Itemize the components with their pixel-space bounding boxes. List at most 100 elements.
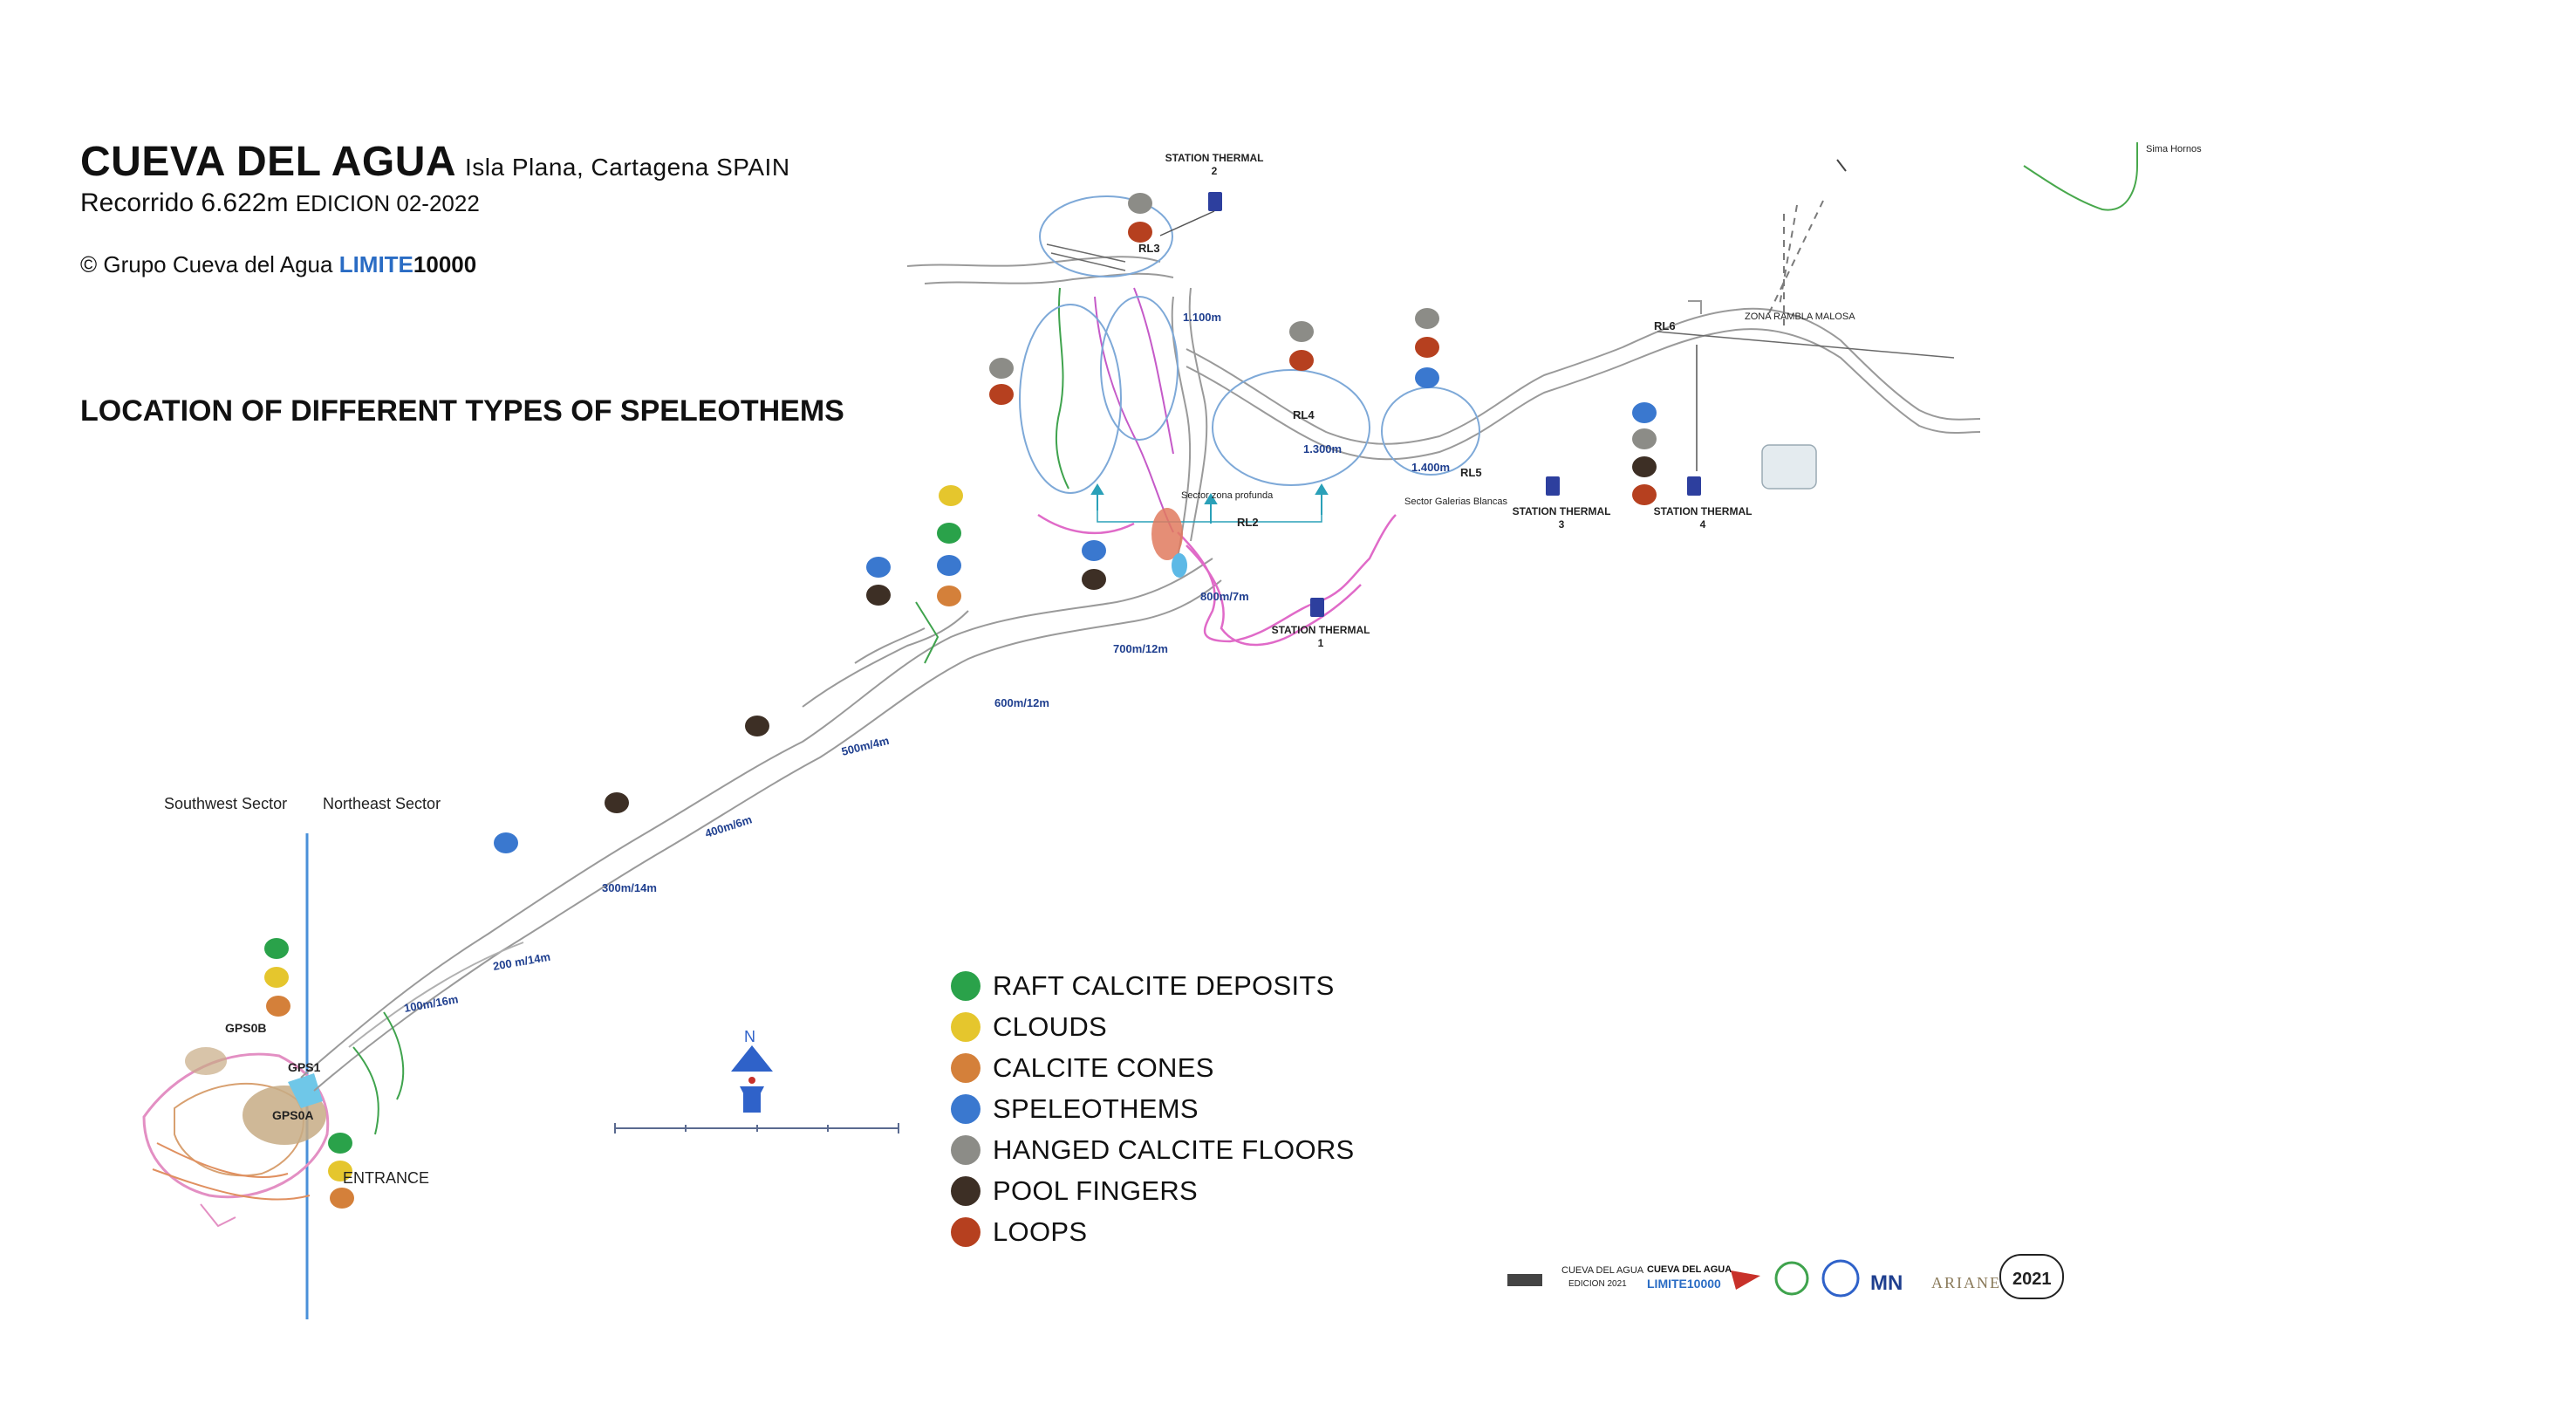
label-north: N [744,1028,755,1045]
label-distance-100: 100m/16m [403,992,460,1015]
speleothem-marker [1632,484,1657,505]
label-station-3-line1: STATION THERMAL [1513,505,1611,517]
label-rl3: RL3 [1138,242,1160,255]
station-thermal-icon-4 [1687,476,1701,496]
speleothem-marker [866,585,891,606]
label-gps0b: GPS0B [225,1021,266,1035]
label-distance-500: 500m/4m [840,734,891,758]
legend-label: CLOUDS [993,1010,1107,1042]
label-distance-1100: 1.100m [1183,311,1221,324]
speleothem-marker [745,716,769,736]
speleothem-marker [1128,193,1152,214]
cave-name: CUEVA DEL AGUA [80,139,457,185]
speleothem-marker [1082,540,1106,561]
label-rl2: RL2 [1237,516,1259,529]
speleothem-marker [937,586,961,606]
label-rl6: RL6 [1654,319,1676,332]
label-distance-200: 200 m/14m [492,950,551,973]
speleothem-marker [264,967,289,988]
label-station-1-line1: STATION THERMAL [1272,624,1370,636]
logo-club [1507,1274,1542,1286]
station-thermal-icon-1 [1310,598,1324,617]
speleothem-marker [266,996,290,1017]
edition: EDICION 02-2022 [295,190,480,216]
legend-item: CLOUDS [951,1006,1355,1047]
sponsor-logos: CUEVA DEL AGUA EDICION 2021 CUEVA DEL AG… [1507,1254,2064,1299]
legend-label: LOOPS [993,1216,1088,1247]
legend-swatch [951,1175,981,1206]
station-thermal-icon-3 [1546,476,1560,496]
rambla-marker [1836,159,1847,172]
station-pointer-lines [1159,210,1698,471]
label-station-4-line1: STATION THERMAL [1654,505,1753,517]
station-thermal-icons [1208,192,1701,617]
label-rl4: RL4 [1293,408,1315,421]
label-sima-hornos: Sima Hornos [2146,144,2202,154]
speleothem-marker [1632,402,1657,423]
legend-swatch [951,1134,981,1165]
logo-2021: 2021 [2012,1270,2052,1289]
survey-info: Recorrido 6.622m EDICION 02-2022 [80,188,480,218]
legend-item: POOL FINGERS [951,1170,1355,1211]
rambla-dashed-lines [1766,200,1824,327]
speleothem-marker [1082,569,1106,590]
speleothem-marker [1128,222,1152,243]
legend-label: HANGED CALCITE FLOORS [993,1133,1355,1165]
speleothem-marker [989,384,1014,405]
speleothem-marker [328,1133,352,1154]
section-heading: LOCATION OF DIFFERENT TYPES OF SPELEOTHE… [80,394,844,428]
label-station-2-line1: STATION THERMAL [1165,152,1264,164]
deep-sector-arrows [1090,483,1329,524]
label-station-4-line2: 4 [1700,518,1706,531]
deep-sector-bracket [1097,510,1322,523]
label-distance-1400: 1.400m [1411,461,1450,474]
passage-detail [1046,243,1955,359]
scale-bar [614,1123,899,1133]
logo-cueva-title: CUEVA DEL AGUA [1561,1265,1644,1276]
label-station-2-line2: 2 [1212,165,1218,177]
legend-label: RAFT CALCITE DEPOSITS [993,969,1335,1001]
logo-cueva-edition: EDICION 2021 [1568,1279,1627,1289]
logo-flag [1731,1270,1760,1290]
speleothem-marker [494,832,518,853]
legend-item: CALCITE CONES [951,1047,1355,1088]
label-gps1: GPS1 [288,1060,321,1074]
label-distance-1300: 1.300m [1303,442,1342,455]
legend-swatch [951,1011,981,1042]
brand-limite-number: 10000 [413,251,477,277]
speleothem-marker [1415,337,1439,358]
side-passages [352,141,2138,1135]
speleothem-marker [605,792,629,813]
label-distance-300: 300m/14m [602,881,657,894]
brand-limite: LIMITE10000 [339,251,477,277]
label-entrance: ENTRANCE [343,1169,429,1187]
deep-zone-water [1172,553,1187,578]
speleothem-marker [1415,367,1439,388]
speleothem-marker [330,1188,354,1209]
legend-item: RAFT CALCITE DEPOSITS [951,965,1355,1006]
legend-swatch [951,1093,981,1124]
logo-circle-blue [1821,1259,1860,1298]
survey-length: Recorrido 6.622m [80,188,289,217]
label-southwest-sector: Southwest Sector [164,795,287,812]
station-thermal-icon-2 [1208,192,1222,211]
speleothem-marker [1632,428,1657,449]
speleothem-marker [1289,350,1314,371]
speleothem-markers [264,193,1657,1209]
speleothem-marker [989,358,1014,379]
label-gps0a: GPS0A [272,1108,313,1122]
legend-swatch [951,1052,981,1083]
label-sector-galerias-blancas: Sector Galerias Blancas [1404,497,1507,507]
entrance-area [142,1047,330,1228]
deep-zone-passages [1037,513,1397,647]
legend-label: CALCITE CONES [993,1051,1214,1083]
logo-limite-line1: CUEVA DEL AGUA [1647,1264,1732,1275]
label-sector-zona-profunda: Sector zona profunda [1181,490,1274,501]
logo-circle-green [1774,1261,1809,1296]
label-distance-800: 800m/7m [1200,590,1249,603]
logo-mn: MN [1870,1271,1903,1295]
speleothem-marker [264,938,289,959]
copyright: © Grupo Cueva del Agua LIMITE10000 [80,251,476,278]
speleothem-marker [939,485,963,506]
